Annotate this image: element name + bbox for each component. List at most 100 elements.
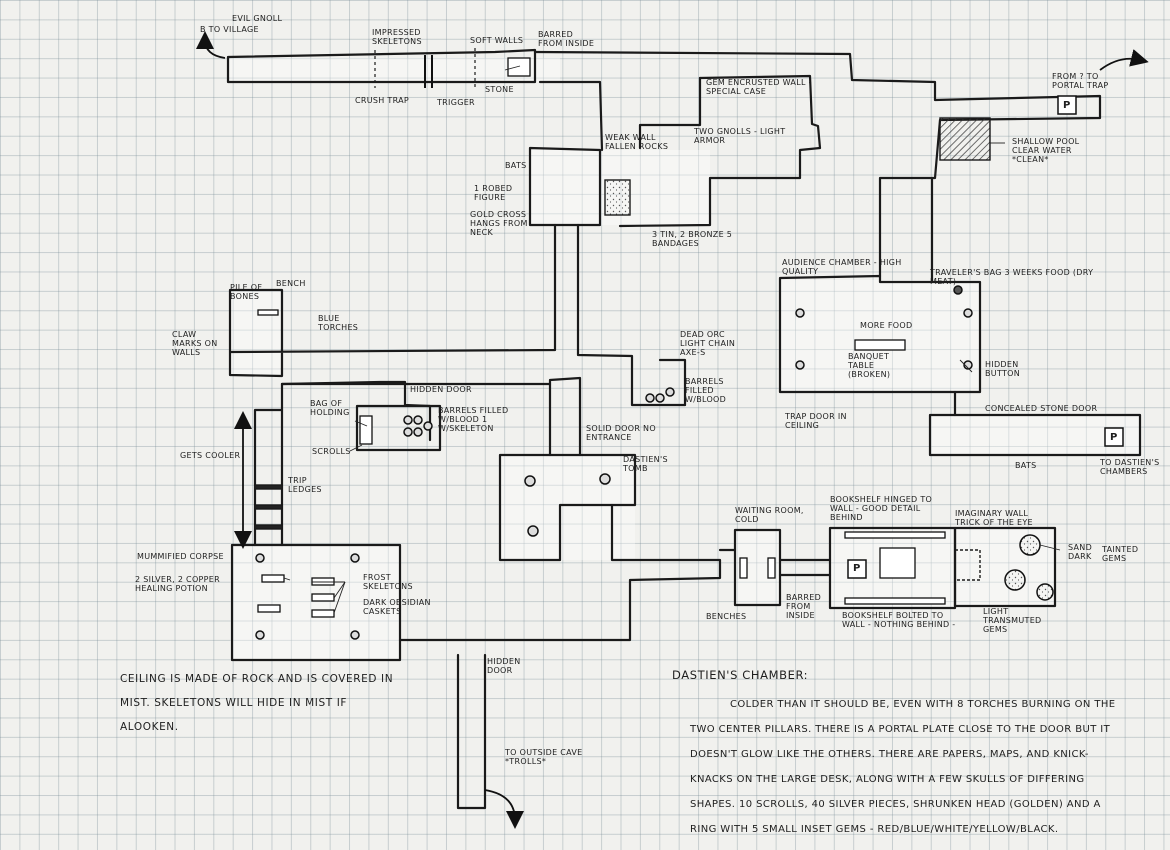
label-shallow-pool: Shallow Pool Clear Water *Clean* [1012, 137, 1080, 164]
label-coins-bandages: 3 Tin, 2 Bronze 5 Bandages [652, 230, 733, 248]
wall-right-corridor [658, 358, 687, 407]
bench-waiting [739, 557, 748, 579]
arrow-to-village [196, 31, 226, 59]
label-weak-wall: Weak Wall Fallen Rocks [605, 133, 669, 151]
label-to-village: B to Village [200, 25, 259, 34]
barrel [423, 421, 433, 431]
label-concealed-door: Concealed Stone Door [985, 404, 1098, 413]
shallow-pool [939, 117, 991, 161]
label-bookshelf-bolted: Bookshelf Bolted to Wall - Nothing Behin… [842, 611, 956, 629]
wall-right-lower-corridor [928, 413, 1142, 457]
barrel [403, 415, 413, 425]
label-barrels-blood: Barrels Filled w/Blood [685, 377, 727, 404]
audience-pillar [795, 308, 805, 318]
travelers-bag [953, 285, 963, 295]
banquet-table [854, 339, 906, 351]
portal-plates [847, 95, 1124, 579]
label-barred-top: Barred from Inside [538, 30, 595, 48]
label-gold-cross: Gold Cross Hangs from Neck [470, 210, 528, 237]
wall-mid-corridor [538, 80, 604, 152]
label-pile-of-bones: Pile of Bones [230, 283, 263, 301]
tomb-pillar [527, 525, 539, 537]
casket [311, 609, 335, 618]
trip-ledge-3 [254, 524, 283, 530]
label-bench: Bench [276, 279, 306, 288]
label-benches: Benches [706, 612, 747, 621]
label-bats-right: Bats [1015, 461, 1037, 470]
portal-plate-top [1057, 95, 1077, 115]
trip-ledge-2 [254, 504, 283, 510]
label-two-gnolls: Two Gnolls - Light Armor [694, 127, 786, 145]
healing-potion-slab [257, 604, 281, 613]
direction-arrows [196, 31, 1149, 829]
blood-barrel [645, 393, 655, 403]
label-bookshelf-hinged: Bookshelf Hinged to Wall - Good Detail B… [830, 495, 933, 522]
barrel [413, 427, 423, 437]
label-evil-gnoll: Evil Gnoll [232, 14, 283, 23]
wall-vertical-shaft-right [576, 223, 687, 407]
mummy-pillar [350, 630, 360, 640]
label-dastiens-tomb: Dastien's Tomb [623, 455, 668, 473]
label-scrolls: Scrolls [312, 447, 351, 456]
mummy-pillar [255, 630, 265, 640]
audience-pillar [963, 360, 973, 370]
wall-top-branch-b [638, 76, 702, 150]
arrow-to-portal-trap [1099, 49, 1149, 71]
wall-hidden-shaft [456, 653, 487, 810]
bookshelf-top [844, 531, 946, 539]
tomb-pillar [599, 473, 611, 485]
trap-trigger [424, 55, 433, 88]
stone-trap [507, 57, 531, 77]
label-banquet-table: Banquet Table (Broken) [848, 352, 891, 379]
tainted-gem [1036, 583, 1054, 601]
weak-wall-rubble [604, 179, 631, 216]
wall-top-branch [618, 74, 822, 228]
label-imaginary-wall: Imaginary Wall Trick of the Eye [955, 509, 1033, 527]
label-audience-chamber: Audience Chamber - High Quality [782, 258, 902, 276]
label-sand-dark: Sand Dark [1068, 543, 1093, 561]
label-gets-cooler: Gets Cooler [180, 451, 241, 460]
barrel [413, 415, 423, 425]
portal-symbol-chamber: P [853, 563, 861, 574]
label-hidden-button: Hidden Button [985, 360, 1021, 378]
wall-top-corridor [226, 48, 537, 84]
label-more-food: More Food [860, 321, 913, 330]
arrow-to-outside-cave [484, 789, 524, 829]
tainted-gem [1019, 534, 1041, 556]
blood-barrel [665, 387, 675, 397]
label-barrels-skeletons: Barrels Filled w/Blood 1 w/Skeleton [438, 406, 509, 433]
label-to-dastiens-chambers: To Dastien's Chambers [1100, 458, 1160, 476]
wall-waiting-room [733, 528, 782, 607]
label-blue-torches: Blue Torches [318, 314, 359, 332]
casket [311, 577, 335, 586]
furniture [257, 57, 946, 618]
portal-plate-chamber [847, 559, 867, 579]
label-solid-door: Solid Door No Entrance [586, 424, 656, 442]
barrel [403, 427, 413, 437]
ceiling-note: Ceiling is made of rock and is covered i… [120, 673, 394, 733]
label-frost-skeletons: Frost Skeletons [363, 573, 413, 591]
leader-lines [283, 65, 1061, 614]
audience-pillar [795, 360, 805, 370]
label-portal-trap: From ? to Portal Trap [1052, 72, 1109, 90]
label-hidden-door-2: Hidden Door [487, 657, 521, 675]
label-dead-orc: Dead Orc Light Chain Axe-s [680, 330, 736, 357]
wall-bats-room [528, 146, 602, 227]
label-barred-from-inside: Barred from Inside [786, 593, 822, 620]
hatched-elements [254, 117, 991, 581]
portal-plate-right [1104, 427, 1124, 447]
trip-ledge-1 [254, 484, 283, 490]
wall-audience-chamber [778, 274, 982, 394]
label-waiting-room: Waiting Room, Cold [735, 506, 804, 524]
crush-trap [374, 48, 476, 88]
portal-symbol-right: P [1110, 432, 1118, 443]
mummified-corpse [261, 574, 285, 583]
wall-bag-room [355, 404, 442, 452]
wall-dastien-chamber [828, 526, 957, 610]
wall-mummy-room [230, 543, 402, 662]
label-claw-marks: Claw Marks on Walls [172, 330, 218, 357]
chamber-description: Colder than it should be, even with 8 to… [690, 699, 1116, 835]
tomb-pillar [524, 475, 536, 487]
label-trigger: Trigger [437, 98, 475, 107]
